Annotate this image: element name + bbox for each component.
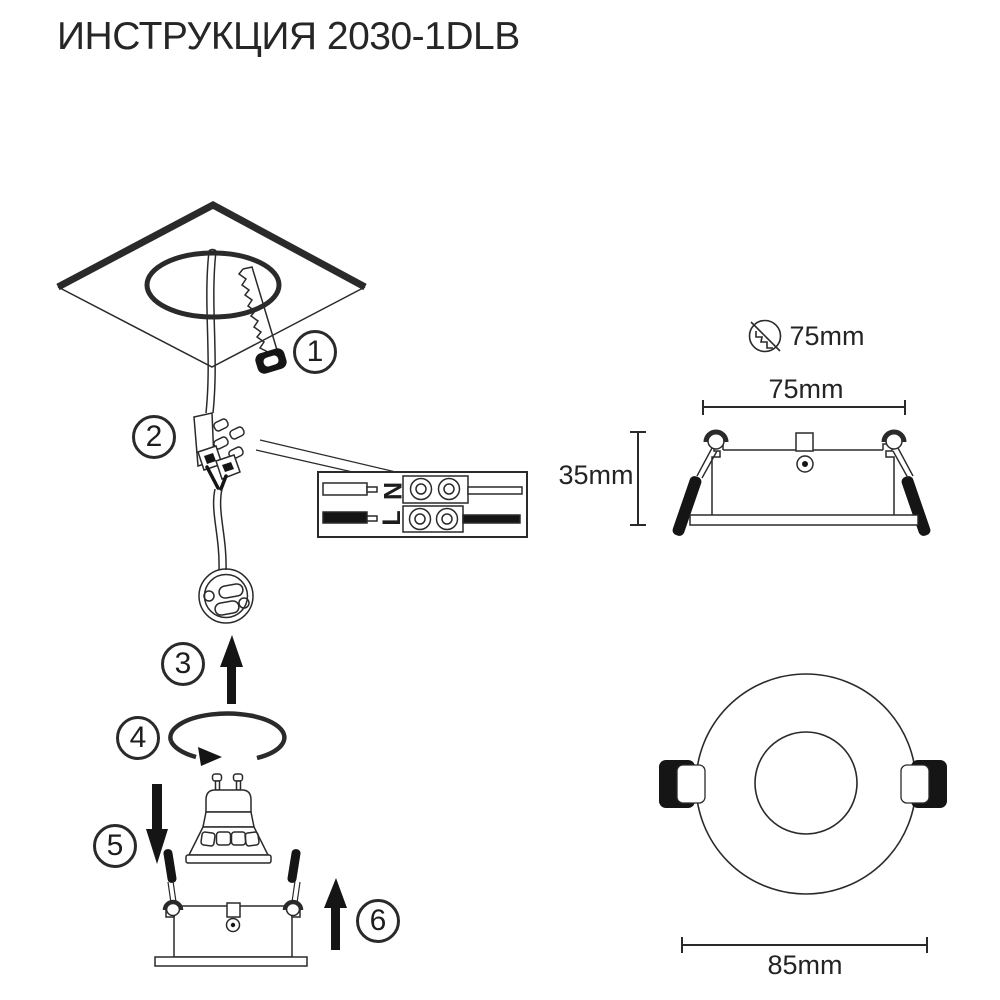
step-4-badge: 4 [116,716,160,760]
up-arrow-step6-icon [324,878,347,950]
step-6-badge: 6 [356,899,400,943]
up-arrow-step3-icon [220,635,243,704]
cutout-dimension-label: 75mm [789,321,865,351]
terminal-detail-box [317,471,528,538]
downlight-front-view [154,849,308,967]
width-dimension-line [702,400,906,415]
height-dimension-line [630,431,646,526]
live-label: L [378,510,406,526]
jab-saw-icon [237,266,287,374]
gu10-lamp [185,773,272,864]
diameter-dimension-line [681,937,928,953]
height-dimension-label: 35mm [558,460,634,490]
downlight-bottom-view [659,673,947,953]
ceiling-panel-drawing [56,201,367,368]
leader-lines [255,439,401,474]
mains-cable [205,248,217,414]
down-arrow-step5-icon [146,784,168,864]
step-3-badge: 3 [161,642,205,686]
step-2-badge: 2 [132,415,176,459]
rotate-arrow-icon [168,711,287,766]
hole-saw-icon [748,319,782,353]
page-title: ИНСТРУКЦИЯ 2030-1DLB [57,15,520,58]
downlight-side-view [630,400,931,536]
socket-cable [212,488,227,571]
neutral-label: N [378,481,406,501]
step-5-badge: 5 [93,824,137,868]
wire-connector [193,412,245,491]
step-1-badge: 1 [293,330,337,374]
width-dimension-label: 75mm [768,374,844,404]
diameter-dimension-label: 85mm [767,950,843,980]
gu10-socket [198,568,254,624]
